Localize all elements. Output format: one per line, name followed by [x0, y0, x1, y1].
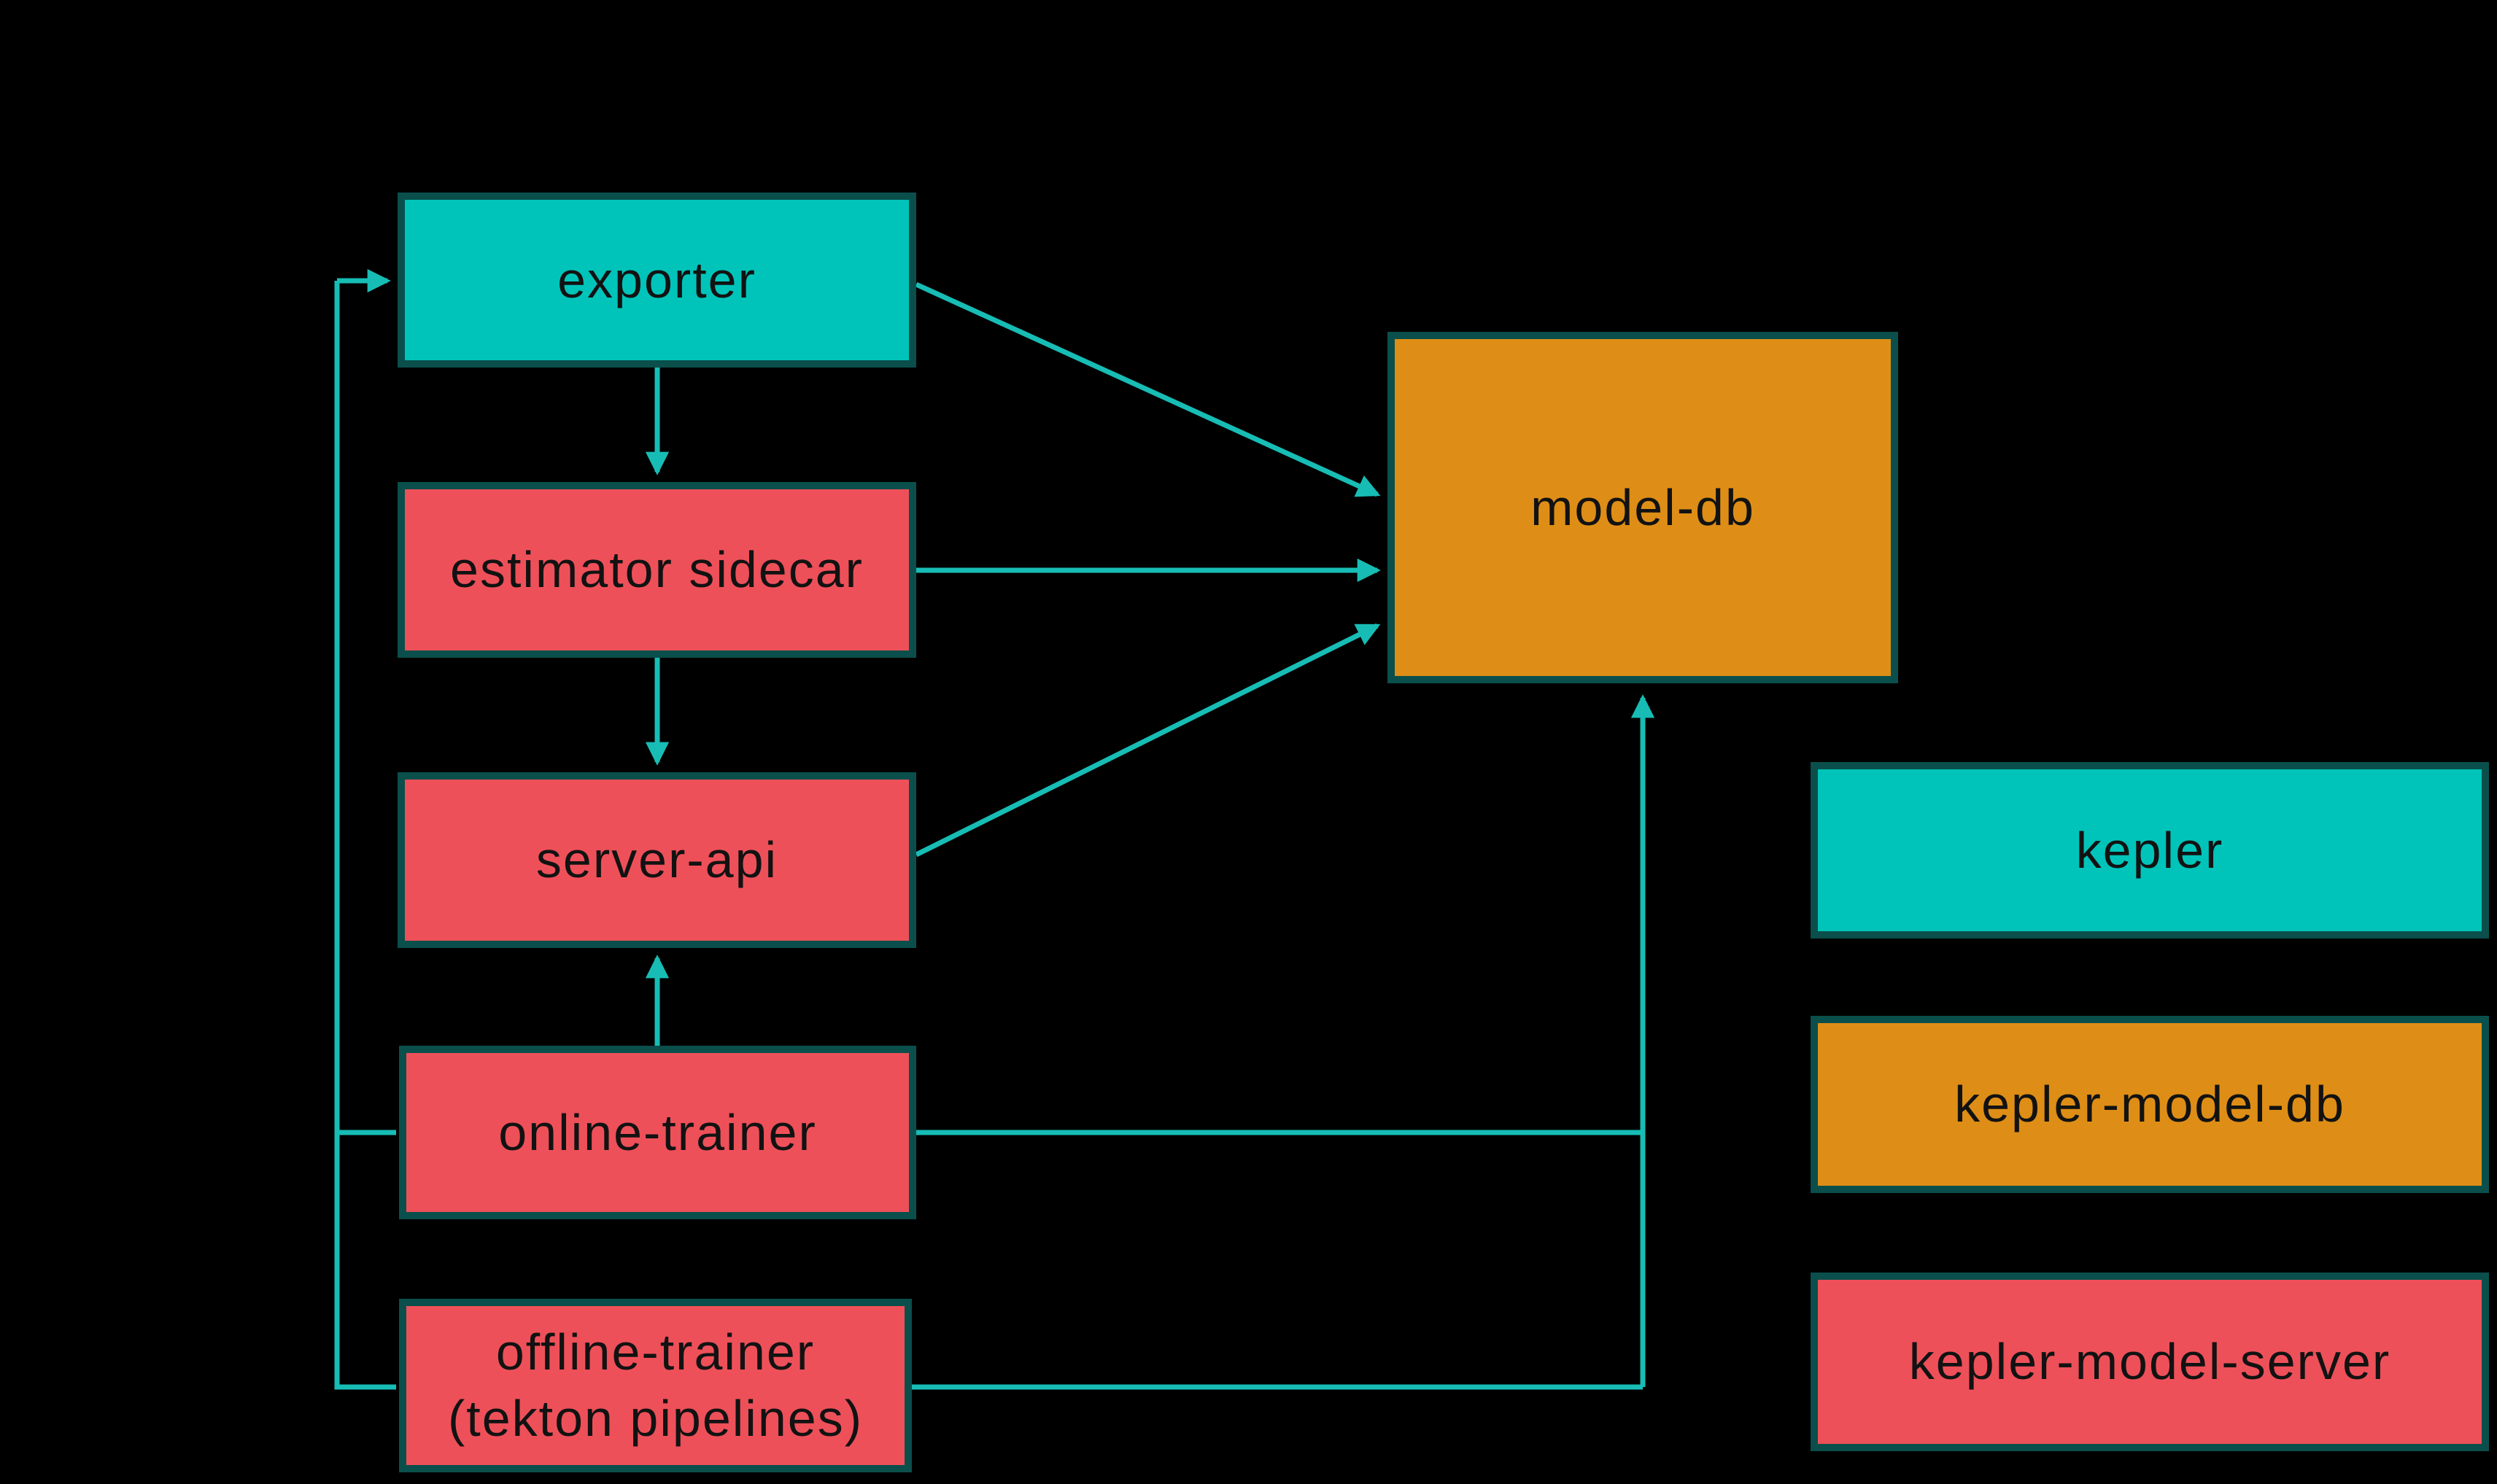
- edge-serverapi-to-modeldb: [915, 623, 1381, 858]
- node-offline-trainer-label: offline-trainer: [495, 1324, 816, 1380]
- edge-trainers-to-exporter-loop: [334, 281, 396, 1390]
- node-server-api-label: server-api: [535, 831, 778, 888]
- node-exporter-label: exporter: [557, 251, 756, 308]
- node-exporter: exporter: [398, 193, 916, 368]
- node-offline-trainer: offline-trainer (tekton pipelines): [399, 1299, 912, 1472]
- node-offline-trainer-sublabel: (tekton pipelines): [447, 1390, 864, 1447]
- node-online-trainer-label: online-trainer: [498, 1103, 817, 1161]
- node-online-trainer: online-trainer: [399, 1046, 916, 1219]
- legend-kepler-model-server-label: kepler-model-server: [1908, 1333, 2391, 1390]
- legend-kepler-label: kepler: [2075, 821, 2224, 879]
- legend-item-kepler-model-server: kepler-model-server: [1811, 1273, 2489, 1451]
- node-server-api: server-api: [398, 772, 916, 948]
- node-model-db: model-db: [1387, 332, 1898, 683]
- legend-kepler-model-db-label: kepler-model-db: [1954, 1076, 2345, 1133]
- legend-item-kepler: kepler: [1811, 762, 2489, 939]
- edge-exporter-to-modeldb: [915, 281, 1381, 497]
- node-estimator-sidecar: estimator sidecar: [398, 482, 916, 658]
- legend-item-kepler-model-db: kepler-model-db: [1811, 1016, 2489, 1193]
- node-estimator-sidecar-label: estimator sidecar: [450, 541, 864, 598]
- node-model-db-label: model-db: [1530, 478, 1755, 536]
